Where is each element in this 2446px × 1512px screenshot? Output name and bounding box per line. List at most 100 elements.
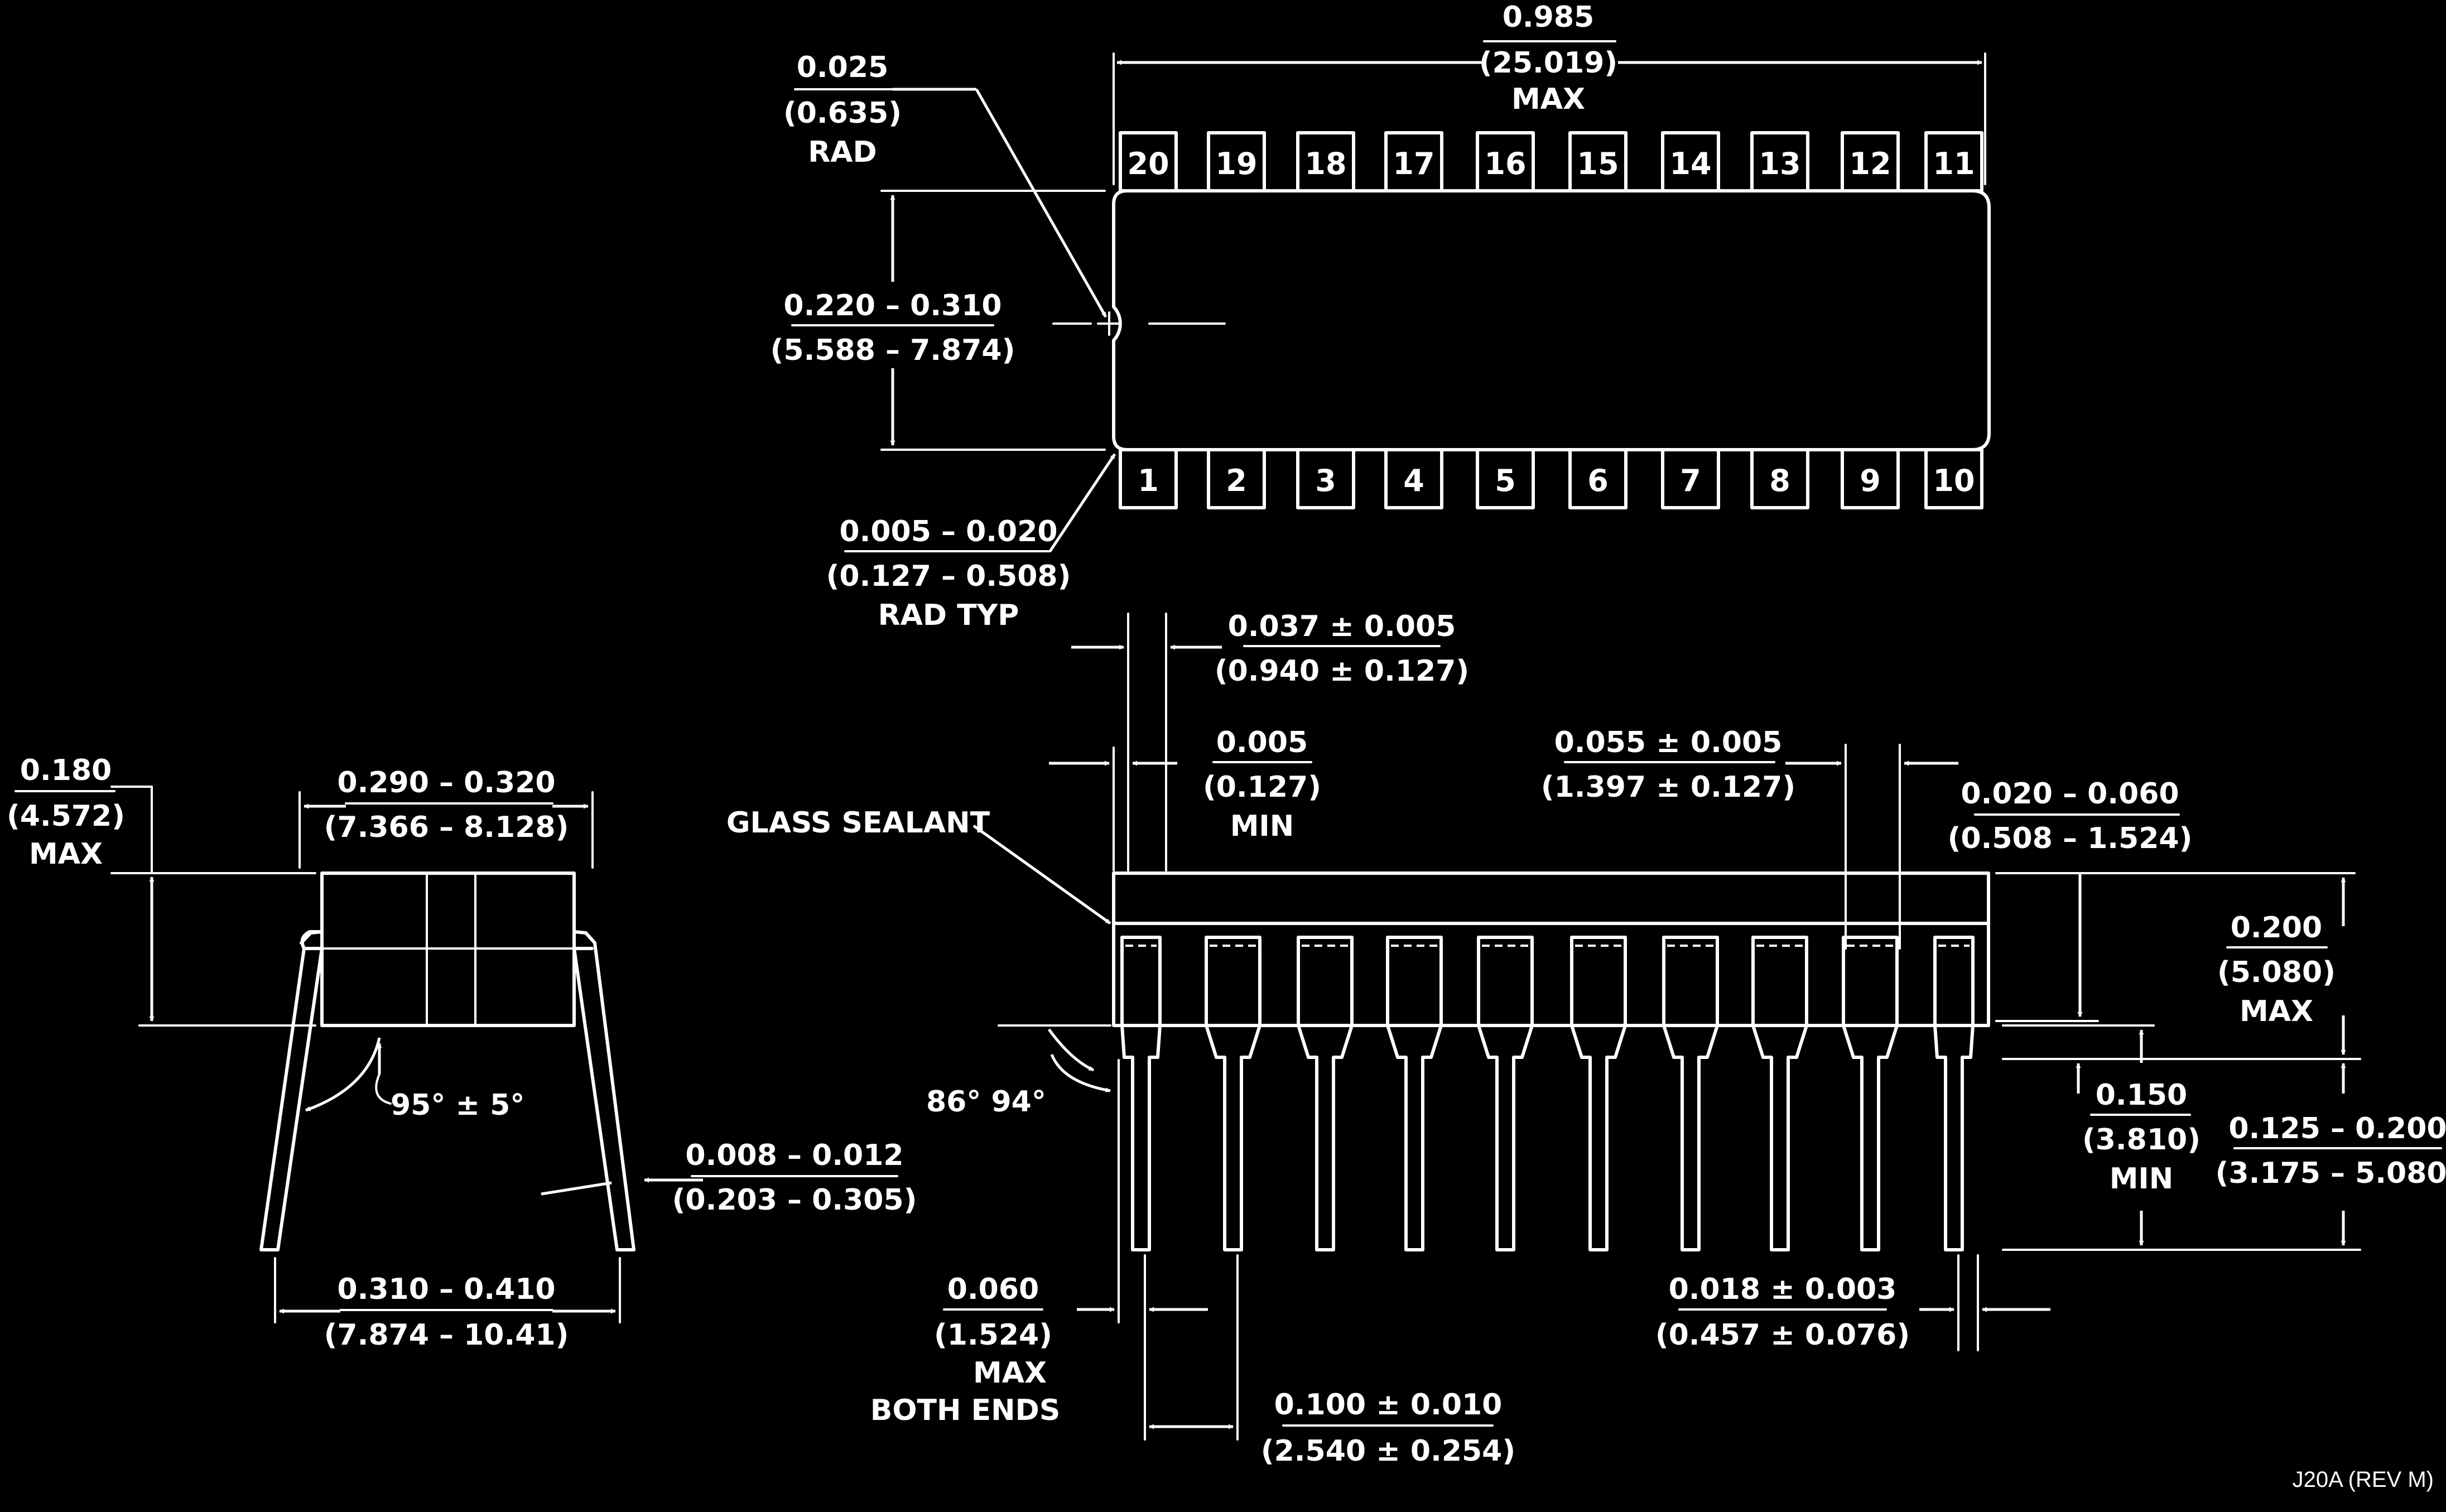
body-width-mm: (5.588 – 7.874) [771, 334, 1015, 367]
lead-thickness-inch: 0.008 – 0.012 [685, 1139, 903, 1172]
lead-spread-inch: 0.310 – 0.410 [337, 1273, 555, 1306]
standoff-inch: 0.020 – 0.060 [1961, 777, 2179, 811]
pitch-mm: (2.540 ± 0.254) [1261, 1434, 1515, 1468]
pin-box-3 [1296, 448, 1355, 509]
body-height-inch: 0.200 [2231, 911, 2322, 945]
lead-width-inch: 0.018 ± 0.003 [1669, 1273, 1897, 1306]
pin-box-13 [1750, 131, 1809, 192]
side-lead-3 [1297, 936, 1354, 1251]
notch-radius-mm: (0.635) [783, 97, 902, 130]
side-lead-2 [1205, 936, 1261, 1251]
pin-box-11 [1924, 131, 1983, 192]
pin-box-18 [1296, 131, 1355, 192]
lead-width-mm: (0.457 ± 0.076) [1655, 1318, 1910, 1352]
lead-angle: 95° ± 5° [391, 1089, 524, 1122]
pin-label-20: 20 [1127, 146, 1169, 181]
lead-length-min-inch: 0.150 [2096, 1078, 2187, 1112]
pin-label-13: 13 [1759, 146, 1800, 181]
notch-radius-inch: 0.025 [797, 51, 888, 84]
glass-sealant-label: GLASS SEALANT [726, 806, 990, 840]
end-height-note: MAX [29, 837, 103, 871]
pin-box-8 [1750, 448, 1809, 509]
pin-label-17: 17 [1393, 146, 1434, 181]
top-pin-row: 20 19 18 17 16 15 14 13 12 11 [1119, 131, 1983, 192]
side-view-lid [1112, 871, 1990, 925]
pin-box-19 [1207, 131, 1266, 192]
pin-box-16 [1476, 131, 1535, 192]
side-lead-6 [1570, 936, 1627, 1251]
side-lead-5 [1477, 936, 1534, 1251]
end-height-mm: (4.572) [7, 800, 125, 833]
pin-box-14 [1661, 131, 1720, 192]
end-view-left-lead [259, 930, 324, 1251]
pin-label-15: 15 [1577, 146, 1619, 181]
pin-box-9 [1841, 448, 1900, 509]
seat-angles: 86° 94° [926, 1085, 1046, 1119]
side-lead-7 [1662, 936, 1719, 1251]
body-height-note: MAX [2240, 995, 2313, 1028]
end-width-mm: (7.366 – 8.128) [324, 811, 569, 844]
pin-label-14: 14 [1669, 146, 1711, 181]
pin-label-12: 12 [1849, 146, 1891, 181]
pin-label-8: 8 [1769, 463, 1790, 498]
lead-spread-mm: (7.874 – 10.41) [324, 1318, 569, 1352]
pin-box-17 [1384, 131, 1443, 192]
overall-length-note: MAX [1511, 83, 1585, 116]
pin-label-16: 16 [1484, 146, 1526, 181]
pin-box-6 [1568, 448, 1628, 509]
pin-label-2: 2 [1226, 463, 1247, 498]
pin-box-2 [1207, 448, 1266, 509]
pin-box-7 [1661, 448, 1720, 509]
lead-width-upper-mm: (1.397 ± 0.127) [1541, 771, 1795, 804]
end-overhang-note1: MAX [973, 1356, 1047, 1390]
pin-label-19: 19 [1215, 146, 1257, 181]
end-height-inch: 0.180 [20, 754, 112, 787]
pin-label-5: 5 [1495, 463, 1516, 498]
end-width-inch: 0.290 – 0.320 [337, 766, 555, 800]
pin-label-4: 4 [1403, 463, 1424, 498]
body-height-mm: (5.080) [2217, 956, 2336, 989]
standoff-mm: (0.508 – 1.524) [1948, 822, 2193, 855]
pin-label-6: 6 [1587, 463, 1609, 498]
side-lead-1 [1120, 936, 1162, 1251]
pin-label-18: 18 [1304, 146, 1346, 181]
pin-box-1 [1119, 448, 1178, 509]
side-lead-9 [1842, 936, 1899, 1251]
pin-box-20 [1119, 131, 1178, 192]
lead-length-inch: 0.125 – 0.200 [2228, 1112, 2446, 1145]
top-view-body [1112, 189, 1991, 451]
pitch-inch: 0.100 ± 0.010 [1274, 1388, 1503, 1422]
shoulder-gap-inch: 0.005 [1216, 726, 1308, 759]
pin-label-10: 10 [1933, 463, 1975, 498]
end-view-right-lead [572, 930, 635, 1251]
lead-width-upper-inch: 0.055 ± 0.005 [1554, 726, 1783, 759]
pin-label-9: 9 [1860, 463, 1881, 498]
pin-label-3: 3 [1315, 463, 1336, 498]
end-overhang-note2: BOTH ENDS [870, 1394, 1061, 1427]
end-overhang-mm: (1.524) [934, 1318, 1052, 1352]
side-lead-4 [1386, 936, 1443, 1251]
corner-radius-note: RAD TYP [878, 599, 1019, 632]
side-lead-8 [1751, 936, 1808, 1251]
shoulder-width-inch: 0.037 ± 0.005 [1228, 610, 1456, 643]
pin-box-15 [1568, 131, 1628, 192]
drawing-id: J20A (REV M) [2293, 1467, 2434, 1492]
pin-box-10 [1924, 448, 1983, 509]
lead-length-mm: (3.175 – 5.080) [2216, 1157, 2446, 1190]
pin-box-4 [1384, 448, 1443, 509]
pin-label-11: 11 [1933, 146, 1975, 181]
pin-box-12 [1841, 131, 1900, 192]
lead-thickness-mm: (0.203 – 0.305) [672, 1183, 917, 1217]
corner-radius-inch: 0.005 – 0.020 [839, 515, 1057, 548]
end-view: 0.180 (4.572) MAX 0.290 – 0.320 (7.366 –… [7, 754, 917, 1352]
corner-radius-mm: (0.127 – 0.508) [826, 560, 1071, 593]
pin-label-1: 1 [1138, 463, 1159, 498]
overall-length-inch: 0.985 [1503, 1, 1594, 34]
shoulder-gap-mm: (0.127) [1203, 771, 1321, 804]
end-overhang-inch: 0.060 [947, 1273, 1039, 1306]
pin-box-5 [1476, 448, 1535, 509]
